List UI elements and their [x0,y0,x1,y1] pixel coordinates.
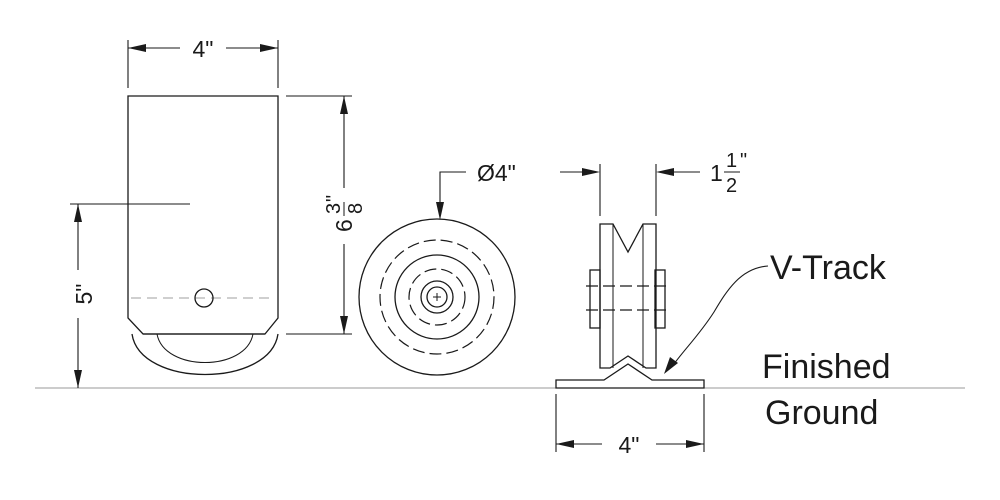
axle-height-label: 5" [71,284,97,305]
wheel-outer-rim [358,218,516,376]
diameter-label: Ø4" [477,160,516,186]
wheel-hub-circle [394,254,480,340]
thickness-whole: 1 [710,160,723,186]
bearing-outer [420,280,454,314]
overall-height-denominator: 8 [345,203,367,214]
thickness-label: 1 1 2 " [710,150,747,197]
thickness-numerator: 1 [726,150,737,172]
hub-boss-right [654,269,666,329]
bearing-inner [426,286,448,308]
hub-boss-left [589,269,601,329]
diameter-leader [436,171,466,220]
axle-bolt [194,288,214,308]
wheel-bearing-hidden [408,268,466,326]
overall-height-whole: 6 [331,219,357,232]
v-track-leader [664,265,769,374]
overall-height-dimension [286,95,352,335]
front-width-label: 4" [193,36,214,62]
ground-label-line1: Finished [762,348,891,386]
front-width-dimension [127,40,279,88]
thickness-denominator: 2 [726,175,737,197]
v-wheel-body [599,223,657,369]
side-view [358,218,516,376]
track-width-label: 4" [619,432,640,458]
thickness-dimension [560,164,700,216]
ground-label-line2: Ground [765,394,878,432]
overall-height-label: 6 3 8 " [323,195,367,232]
overall-height-numerator: 3 [323,203,345,214]
wheel-hidden-circle [379,239,495,355]
track-width-dimension [555,394,705,452]
thickness-unit: " [740,150,747,172]
overall-height-unit: " [323,195,345,202]
front-wheel-inner-arc [156,333,254,363]
end-view [555,223,705,389]
front-view [70,95,279,376]
front-wheel-outline [131,333,279,376]
axle-height-dimension [74,204,82,388]
v-track-base [555,363,705,389]
v-track-label: V-Track [770,249,887,287]
